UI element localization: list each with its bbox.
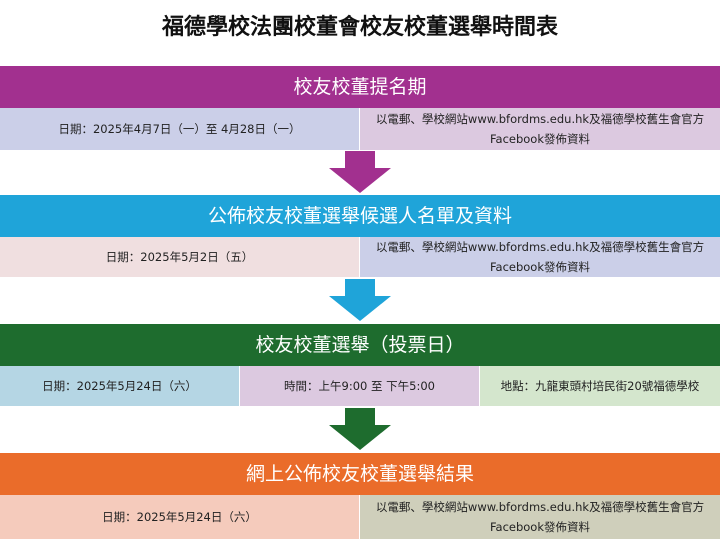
stage-3-heading: 校友校董選舉（投票日） — [0, 324, 720, 366]
stage-4-heading: 網上公佈校友校董選舉結果 — [0, 453, 720, 495]
stage-1-heading: 校友校董提名期 — [0, 66, 720, 108]
stage-4-publish-note: 以電郵、學校網站www.bfordms.edu.hk及福德學校舊生會官方Face… — [360, 495, 720, 539]
page-title: 福德學校法團校董會校友校董選舉時間表 — [161, 15, 558, 40]
down-arrow-icon-1 — [329, 151, 391, 193]
down-arrow-icon-3 — [329, 408, 391, 450]
down-arrow-icon-2 — [329, 279, 391, 321]
stage-2-details: 日期：2025年5月2日（五） 以電郵、學校網站www.bfordms.edu.… — [0, 237, 720, 277]
stage-3-date: 日期：2025年5月24日（六） — [0, 366, 240, 406]
stage-2-date: 日期：2025年5月2日（五） — [0, 237, 360, 277]
stage-3-location: 地點：九龍東頭村培民街20號福德學校 — [480, 366, 720, 406]
stage-3-time: 時間：上午9:00 至 下午5:00 — [240, 366, 480, 406]
stage-4-details: 日期：2025年5月24日（六） 以電郵、學校網站www.bfordms.edu… — [0, 495, 720, 539]
stage-2-heading: 公佈校友校董選舉候選人名單及資料 — [0, 195, 720, 237]
stage-1-publish-note: 以電郵、學校網站www.bfordms.edu.hk及福德學校舊生會官方Face… — [360, 108, 720, 150]
stage-2-publish-note: 以電郵、學校網站www.bfordms.edu.hk及福德學校舊生會官方Face… — [360, 237, 720, 277]
stage-1-date: 日期：2025年4月7日（一）至 4月28日（一） — [0, 108, 360, 150]
stage-1-details: 日期：2025年4月7日（一）至 4月28日（一） 以電郵、學校網站www.bf… — [0, 108, 720, 150]
stage-3-details: 日期：2025年5月24日（六） 時間：上午9:00 至 下午5:00 地點：九… — [0, 366, 720, 406]
stage-4-date: 日期：2025年5月24日（六） — [0, 495, 360, 539]
